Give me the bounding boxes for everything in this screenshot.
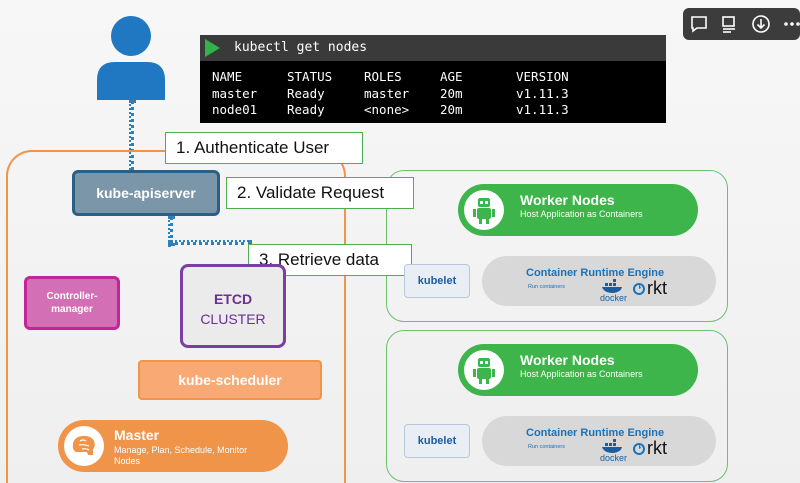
- header-name: NAME: [212, 69, 243, 84]
- cell-version: v1.11.3: [516, 102, 569, 117]
- docker-label: docker: [600, 293, 628, 303]
- comment-icon[interactable]: [688, 13, 710, 35]
- robot-icon: [464, 350, 504, 390]
- worker-nodes-label: Worker Nodes Host Application as Contain…: [458, 184, 698, 236]
- worker-title: Worker Nodes: [520, 192, 615, 208]
- user-icon: [97, 16, 165, 100]
- notes-icon[interactable]: [718, 13, 740, 35]
- apiserver-etcd-connector-h: [168, 240, 252, 245]
- etcd-title: ETCD: [213, 291, 253, 307]
- container-runtime-engine: Container Runtime Engine Run containers …: [482, 416, 716, 466]
- header-status: STATUS: [287, 69, 333, 84]
- play-icon: [205, 39, 220, 57]
- runtime-title: Container Runtime Engine: [526, 267, 665, 279]
- header-roles: ROLES: [364, 69, 402, 84]
- rkt-icon: [633, 283, 645, 295]
- cell-age: 20m: [440, 102, 463, 117]
- cell-roles: <none>: [364, 102, 410, 117]
- header-version: VERSION: [516, 69, 569, 84]
- rkt-icon: [633, 443, 645, 455]
- more-icon[interactable]: [780, 13, 800, 35]
- cell-status: Ready: [287, 86, 325, 101]
- slide-toolbar: [683, 8, 800, 40]
- docker-icon: [602, 439, 622, 453]
- worker-node-container: [386, 330, 728, 482]
- terminal-title-bar: kubectl get nodes: [200, 35, 666, 61]
- cell-version: v1.11.3: [516, 86, 569, 101]
- kubelet: kubelet: [404, 424, 470, 458]
- etcd-cluster: ETCD CLUSTER: [180, 264, 286, 348]
- step-validate-request: 2. Validate Request: [226, 177, 414, 209]
- worker-title: Worker Nodes: [520, 352, 615, 368]
- master-subtitle: Manage, Plan, Schedule, Monitor Nodes: [114, 445, 248, 466]
- master-label: Master Manage, Plan, Schedule, Monitor N…: [58, 420, 288, 472]
- runtime-subtitle: Run containers: [528, 444, 565, 450]
- step-authenticate-user: 1. Authenticate User: [165, 132, 363, 164]
- cell-status: Ready: [287, 102, 325, 117]
- runtime-subtitle: Run containers: [528, 284, 565, 290]
- docker-icon: [602, 279, 622, 293]
- cell-roles: master: [364, 86, 410, 101]
- kubelet: kubelet: [404, 264, 470, 298]
- worker-subtitle: Host Application as Containers: [520, 209, 643, 219]
- download-icon[interactable]: [750, 13, 772, 35]
- brain-icon: [64, 426, 104, 466]
- cell-age: 20m: [440, 86, 463, 101]
- header-age: AGE: [440, 69, 463, 84]
- terminal-window: kubectl get nodes NAME STATUS ROLES AGE …: [200, 35, 666, 123]
- rkt-label: rkt: [647, 438, 667, 458]
- cell-name: node01: [212, 102, 258, 117]
- terminal-command: kubectl get nodes: [234, 40, 368, 55]
- kube-apiserver: kube-apiserver: [72, 170, 220, 216]
- container-runtime-engine: Container Runtime Engine Run containers …: [482, 256, 716, 306]
- worker-nodes-label: Worker Nodes Host Application as Contain…: [458, 344, 698, 396]
- controller-manager: Controller-manager: [24, 276, 120, 330]
- rkt-label: rkt: [647, 278, 667, 298]
- cell-name: master: [212, 86, 258, 101]
- kube-scheduler: kube-scheduler: [138, 360, 322, 400]
- runtime-title: Container Runtime Engine: [526, 427, 665, 439]
- etcd-subtitle: CLUSTER: [200, 311, 266, 327]
- docker-label: docker: [600, 453, 628, 463]
- master-title: Master: [114, 427, 160, 443]
- worker-subtitle: Host Application as Containers: [520, 369, 643, 379]
- robot-icon: [464, 190, 504, 230]
